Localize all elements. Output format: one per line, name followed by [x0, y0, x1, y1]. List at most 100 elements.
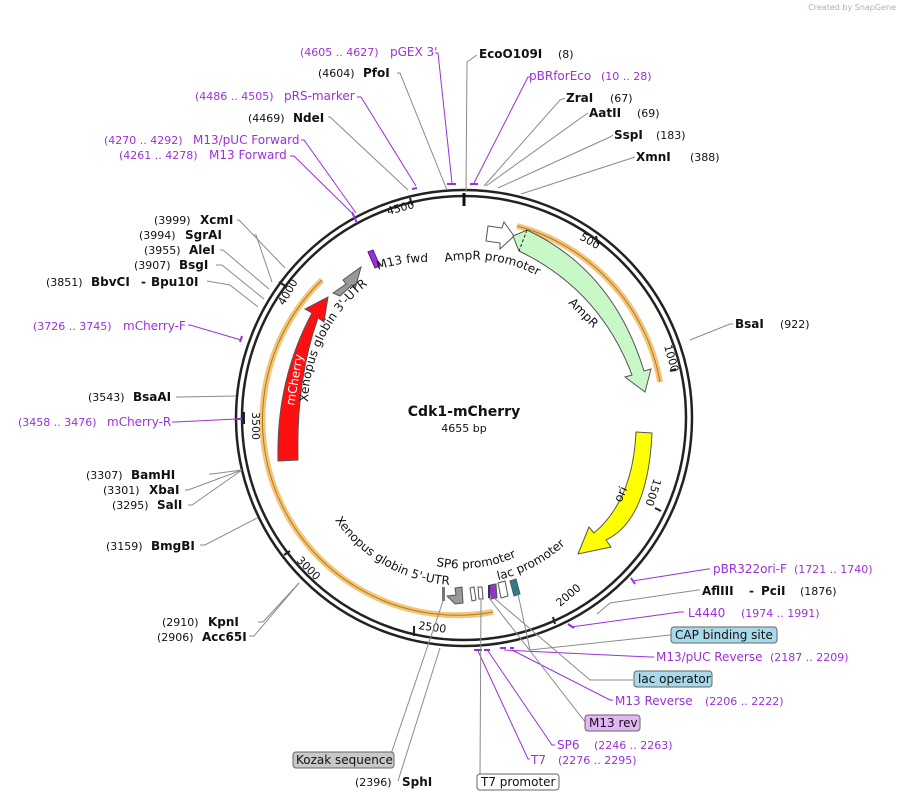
enzyme-XmnI-pos: (388): [690, 151, 720, 164]
primer-T7-range: (2276 .. 2295): [558, 754, 637, 767]
enzyme-AflIII-pos: (1876): [800, 585, 837, 598]
enzyme-BmgBI-pos: (3159): [106, 540, 143, 553]
primer-M13pUC-Forward: M13/pUC Forward: [193, 133, 300, 147]
sp6-promoter-glyph[interactable]: [469, 586, 477, 602]
enzyme-KpnI: KpnI: [208, 615, 239, 629]
enzyme-SphI-pos: (2396): [355, 776, 392, 789]
ori-label: ori: [611, 484, 630, 504]
enzyme-dash-1: -: [749, 584, 754, 598]
enzyme-PfoI-pos: (4604): [318, 67, 355, 80]
enzyme-SalI-pos: (3295): [112, 499, 149, 512]
cap-site-glyph[interactable]: [509, 578, 521, 597]
primer-labels: pBRforEco (10 .. 28) (4605 .. 4627) pGEX…: [18, 45, 873, 767]
enzyme-SspI-pos: (183): [656, 129, 686, 142]
primer-pBR322ori-F-range: (1721 .. 1740): [794, 563, 873, 576]
kozak-glyph[interactable]: [442, 587, 445, 601]
enzyme-leaders: [176, 54, 733, 782]
primer-L4440-range: (1974 .. 1991): [741, 607, 820, 620]
primer-mCherry-R-range: (3458 .. 3476): [18, 416, 97, 429]
enzyme-BamHI-pos: (3307): [86, 469, 123, 482]
primer-M13pUC-Forward-range: (4270 .. 4292): [104, 134, 183, 147]
ampr-arrow[interactable]: [512, 229, 652, 393]
t7-promoter-label: T7 promoter: [480, 775, 556, 789]
mcherry-arrow[interactable]: [277, 296, 329, 462]
lac-operator-label: lac operator: [638, 672, 711, 686]
enzyme-Bpu10I: Bpu10I: [151, 275, 198, 289]
plasmid-name: Cdk1-mCherry: [408, 404, 520, 420]
plasmid-length: 4655 bp: [441, 422, 486, 435]
m13fwd-label: M13 fwd: [375, 251, 428, 273]
tick-label-1000: 1000: [661, 343, 681, 373]
utr5-label: Xenopus globin 5'-UTR: [333, 513, 451, 587]
enzyme-SalI: SalI: [157, 498, 182, 512]
utr3-arrow[interactable]: [331, 265, 362, 297]
enzyme-XbaI-pos: (3301): [103, 484, 140, 497]
primer-M13pUC-Reverse-range: (2187 .. 2209): [770, 651, 849, 664]
enzyme-BsgI: BsgI: [179, 258, 208, 272]
enzyme-Acc65I: Acc65I: [202, 630, 247, 644]
m13-rev-label: M13 rev: [589, 716, 638, 730]
enzyme-EcoO109I-pos: (8): [558, 48, 574, 61]
tick-label-2000: 2000: [554, 581, 584, 609]
primer-pGEX-range: (4605 .. 4627): [300, 46, 379, 59]
enzyme-AflIII: AflIII: [702, 584, 734, 598]
enzyme-XmnI: XmnI: [636, 150, 671, 164]
ori-arrow[interactable]: [577, 431, 653, 555]
primer-pGEX: pGEX 3': [390, 45, 437, 59]
primer-M13pUC-Reverse: M13/pUC Reverse: [656, 650, 763, 664]
enzyme-NdeI: NdeI: [293, 111, 324, 125]
feature-arrows: [277, 220, 653, 605]
ampr-promoter-arrow[interactable]: [485, 220, 515, 251]
t7-promoter-glyph[interactable]: [477, 586, 484, 600]
enzyme-XcmI-pos: (3999): [154, 214, 191, 227]
enzyme-XcmI: XcmI: [200, 213, 233, 227]
primer-mCherry-F: mCherry-F: [123, 319, 186, 333]
enzyme-labels: EcoO109I (8) ZraI (67) AatII (69) SspI (…: [46, 47, 837, 789]
primer-pBRforEco-range: (10 .. 28): [601, 70, 652, 83]
primer-L4440: L4440: [688, 606, 725, 620]
enzyme-NdeI-pos: (4469): [248, 112, 285, 125]
primer-pBRforEco: pBRforEco: [529, 69, 591, 83]
enzyme-BsaI-pos: (922): [780, 318, 810, 331]
enzyme-AatII: AatII: [589, 106, 621, 120]
enzyme-XbaI: XbaI: [149, 483, 179, 497]
tick-label-2500: 2500: [418, 619, 448, 636]
primer-M13-Forward-range: (4261 .. 4278): [119, 149, 198, 162]
primer-T7: T7: [530, 753, 546, 767]
tick-label-3500: 3500: [249, 412, 262, 440]
enzyme-KpnI-pos: (2910): [162, 616, 199, 629]
enzyme-ZraI: ZraI: [566, 91, 593, 105]
enzyme-ZraI-pos: (67): [610, 92, 633, 105]
primer-M13-Reverse-range: (2206 .. 2222): [705, 695, 784, 708]
utr5-arrow[interactable]: [445, 586, 464, 605]
highlight-arcs: [259, 223, 663, 619]
enzyme-AleI-pos: (3955): [144, 244, 181, 257]
kozak-sequence-label: Kozak sequence: [296, 753, 393, 767]
lac-promoter-glyph[interactable]: [497, 580, 509, 599]
m13rev-glyph[interactable]: [488, 585, 490, 598]
enzyme-dash-2: -: [141, 275, 146, 289]
primer-M13-Forward: M13 Forward: [209, 148, 287, 162]
enzyme-BmgBI: BmgBI: [151, 539, 195, 553]
enzyme-AleI: AleI: [189, 243, 215, 257]
tick-marks: [243, 197, 677, 636]
primer-SP6-range: (2246 .. 2263): [594, 739, 673, 752]
primer-pBR322ori-F: pBR322ori-F: [713, 562, 787, 576]
enzyme-BsaAI-pos: (3543): [88, 391, 125, 404]
tick-label-4000: 4000: [275, 277, 300, 308]
enzyme-BsaAI: BsaAI: [133, 390, 171, 404]
primer-mCherry-R: mCherry-R: [107, 415, 171, 429]
primer-M13-Reverse: M13 Reverse: [615, 694, 693, 708]
enzyme-SspI: SspI: [614, 128, 643, 142]
enzyme-BsaI: BsaI: [735, 317, 764, 331]
enzyme-BbvCI: BbvCI: [91, 275, 130, 289]
lac-operator-glyph[interactable]: [489, 583, 498, 600]
primer-pRS-marker: pRS-marker: [284, 89, 355, 103]
m13fwd-arrow[interactable]: [367, 249, 381, 269]
snapgene-credit: Created by SnapGene: [808, 3, 896, 12]
enzyme-PciI: PciI: [761, 584, 786, 598]
enzyme-BamHI: BamHI: [131, 468, 175, 482]
primer-SP6: SP6: [557, 738, 580, 752]
enzyme-EcoO109I: EcoO109I: [479, 47, 542, 61]
